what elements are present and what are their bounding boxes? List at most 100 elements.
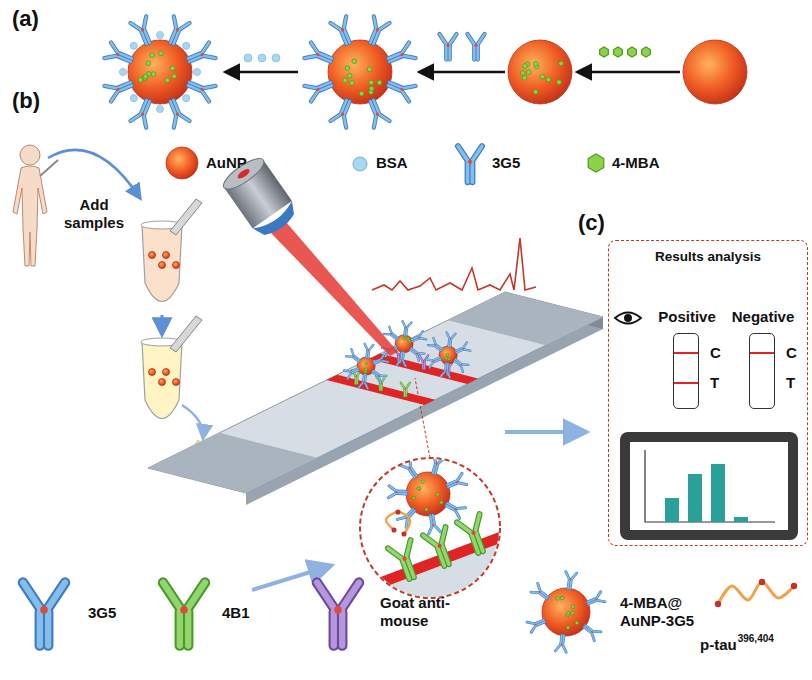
antibody-fill	[448, 339, 450, 346]
antibody-fill	[37, 612, 43, 646]
antibody-fill	[141, 100, 146, 113]
antibody-outline	[400, 91, 412, 101]
antibody-outline	[476, 46, 480, 60]
antibody-outline	[388, 545, 402, 562]
antibody-fill	[370, 116, 380, 128]
monitor	[620, 432, 798, 540]
mba-dot	[556, 597, 560, 601]
antibody-outline	[455, 473, 463, 480]
antibody-outline	[402, 360, 406, 366]
antibody-outline	[108, 91, 120, 101]
mba-dot	[557, 80, 562, 85]
antibody-hinge	[423, 360, 425, 362]
antibody-outline	[370, 16, 380, 28]
bsa-dot	[244, 54, 252, 62]
antibody-fill	[406, 383, 410, 388]
antibody-hinge	[435, 462, 438, 465]
antibody-outline	[404, 82, 416, 92]
pipette	[170, 199, 202, 235]
antibody-outline	[104, 82, 116, 92]
antibody-fill	[349, 349, 355, 355]
antibody-fill	[555, 644, 560, 651]
antibody-outline	[342, 583, 359, 608]
mba-dot	[170, 66, 175, 71]
antibody-hinge	[432, 360, 434, 362]
antibody-fill	[173, 31, 178, 44]
antibody-fill	[104, 82, 116, 92]
antibody-fill	[369, 344, 373, 350]
mba-dot	[559, 61, 564, 66]
mba-hexagon	[600, 47, 609, 57]
antibody-fill	[435, 525, 441, 533]
antibody-outline	[405, 389, 407, 396]
antibody-fill	[200, 91, 212, 101]
antibody-outline	[570, 580, 571, 589]
antibody-fill	[426, 357, 432, 362]
antibody-fill	[130, 112, 140, 124]
antibody-outline	[340, 116, 350, 128]
antibody-outline	[356, 377, 358, 384]
antibody-symbol	[364, 98, 389, 128]
antibody-fill	[140, 16, 150, 28]
arrow	[420, 71, 505, 74]
mba-dot	[412, 496, 415, 499]
antibody-hinge	[462, 348, 464, 350]
antibody-fill	[595, 592, 603, 599]
antibody-fill	[330, 20, 340, 32]
ptau-site	[395, 509, 400, 514]
antibody-outline	[370, 116, 380, 128]
antibody-fill	[340, 116, 350, 128]
mba-dot	[533, 62, 538, 67]
antibody-fill	[23, 583, 40, 608]
antibody-outline	[367, 351, 370, 358]
node-heading: Negative	[720, 308, 806, 326]
line-label: C	[710, 344, 721, 362]
mba-dot	[446, 353, 449, 356]
antibody-outline	[448, 46, 452, 60]
mba-dot	[523, 64, 528, 69]
antibody-hinge	[363, 381, 365, 383]
arrow	[161, 315, 164, 334]
antibody-symbol	[370, 368, 386, 383]
antibody-outline	[364, 383, 368, 389]
antibody-fill	[445, 363, 447, 370]
antibody-hinge	[341, 112, 345, 116]
gold-nanoparticle	[159, 262, 166, 269]
antibody-outline	[365, 350, 368, 357]
antibody-symbol	[386, 76, 416, 101]
antibody-outline	[397, 492, 407, 496]
antibody-outline	[407, 322, 411, 328]
antibody-fill	[433, 357, 440, 360]
antibody-symbol	[376, 377, 385, 391]
antibody-fill	[471, 163, 475, 182]
antibody-outline	[402, 540, 416, 557]
antibody-fill	[351, 369, 358, 372]
mba-hexagon	[614, 47, 623, 57]
antibody-outline	[140, 116, 150, 128]
antibody-outline	[337, 612, 347, 646]
line-label: T	[786, 374, 795, 392]
antibody-outline	[471, 514, 485, 531]
antibody-hinge	[534, 623, 537, 626]
antibody-outline	[469, 163, 475, 182]
antibody-fill	[478, 34, 485, 44]
bsa-dot	[183, 42, 190, 49]
antibody-hinge	[460, 364, 462, 366]
antibody-outline	[204, 82, 216, 92]
mba-dot	[343, 78, 348, 83]
antibody-fill	[370, 101, 375, 114]
antibody-fill	[476, 46, 479, 60]
mba-dot	[359, 91, 364, 96]
mba-dot	[365, 362, 368, 365]
legend-label: 4-MBA	[612, 154, 660, 172]
mba-dot	[417, 487, 420, 490]
antibody-outline	[565, 572, 570, 579]
antibody-fill	[446, 372, 450, 378]
results-panel: Results analysisPositiveCTNegativeCT	[608, 240, 808, 546]
ptau-site	[401, 531, 406, 536]
bsa-dot	[130, 95, 137, 102]
mba-dot	[571, 605, 575, 609]
antibody-fill	[48, 583, 65, 608]
gold-nanoparticle	[159, 379, 166, 386]
mba-dot	[349, 81, 354, 86]
